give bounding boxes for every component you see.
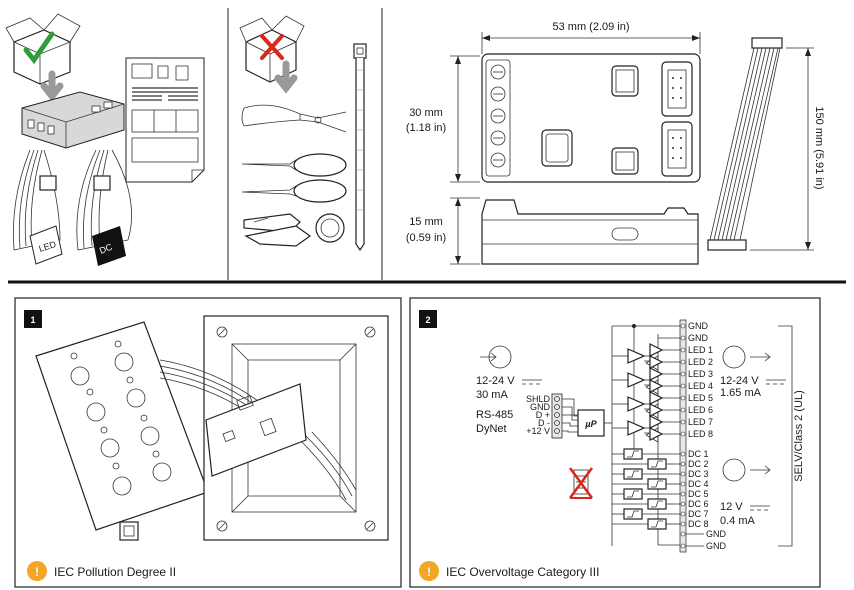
terminal-label: GND bbox=[706, 529, 727, 539]
tools-illustration bbox=[239, 15, 367, 252]
led-driver-icon bbox=[627, 348, 646, 364]
terminal-label: LED 8 bbox=[688, 429, 713, 439]
dc-tag-label: DC bbox=[98, 242, 114, 256]
bus-line-2: DyNet bbox=[476, 423, 507, 435]
led-output-icon bbox=[722, 345, 746, 369]
width-dimension: 53 mm (2.09 in) bbox=[552, 21, 629, 33]
terminal-label: DC 1 bbox=[688, 449, 709, 459]
bus-pin-label: +12 V bbox=[526, 426, 550, 436]
bus-pin-label: D - bbox=[538, 418, 550, 428]
panel-2-note: IEC Overvoltage Category III bbox=[446, 565, 599, 579]
terminal-label: LED 5 bbox=[688, 393, 713, 403]
terminal-label: DC 3 bbox=[688, 469, 709, 479]
svg-text:!: ! bbox=[35, 565, 39, 579]
bus-pin-label: GND bbox=[530, 402, 551, 412]
module-top-view bbox=[481, 53, 701, 183]
bus-pin-label: SHLD bbox=[526, 394, 551, 404]
terminal-label: DC 5 bbox=[688, 489, 709, 499]
dc-output-voltage: 12 V bbox=[720, 501, 743, 513]
panel-2-number: 2 bbox=[425, 315, 430, 325]
terminal-label: LED 2 bbox=[688, 357, 713, 367]
terminal-label: GND bbox=[688, 321, 709, 331]
panel-1-note: IEC Pollution Degree II bbox=[54, 565, 176, 579]
warning-icon bbox=[27, 561, 47, 581]
led-driver-icon bbox=[627, 396, 646, 412]
terminal-label: LED 3 bbox=[688, 369, 713, 379]
terminal-label: DC 4 bbox=[688, 479, 709, 489]
module-side-view bbox=[481, 199, 699, 265]
dc-output-current: 0.4 mA bbox=[720, 515, 756, 527]
overvoltage-note: ! IEC Overvoltage Category III bbox=[419, 561, 599, 581]
bus-line-1: RS-485 bbox=[476, 409, 513, 421]
pollution-note: ! IEC Pollution Degree II bbox=[27, 561, 176, 581]
dimension-drawing: 53 mm (2.09 in) 30 mm (1.18 in) 15 mm (0… bbox=[406, 21, 825, 265]
terminal-label: LED 1 bbox=[688, 345, 713, 355]
warning-icon bbox=[419, 561, 439, 581]
supply-current: 30 mA bbox=[476, 389, 508, 401]
terminal-label: DC 7 bbox=[688, 509, 709, 519]
height-dimension-in: (1.18 in) bbox=[406, 122, 446, 134]
selv-label: SELV/Class 2 (UL) bbox=[793, 390, 805, 482]
terminal-label: LED 6 bbox=[688, 405, 713, 415]
depth-dimension-in: (0.59 in) bbox=[406, 232, 446, 244]
panel-1-badge bbox=[24, 310, 42, 328]
led-driver-icon bbox=[627, 420, 646, 436]
terminal-label: LED 7 bbox=[688, 417, 713, 427]
led-driver-icon bbox=[627, 372, 646, 388]
not-connected-icon bbox=[568, 467, 594, 499]
no-tools-x-icon bbox=[260, 34, 284, 60]
cable-length-dimension: 150 mm (5.91 in) bbox=[813, 106, 825, 189]
check-icon bbox=[23, 31, 55, 65]
led-tag bbox=[29, 225, 63, 265]
box-contents-illustration: LED DC bbox=[5, 13, 205, 266]
terminal-label: DC 2 bbox=[688, 459, 709, 469]
panel-1-number: 1 bbox=[30, 315, 35, 325]
terminal-label: DC 8 bbox=[688, 519, 709, 529]
terminal-label: DC 6 bbox=[688, 499, 709, 509]
microcontroller-label: µP bbox=[584, 419, 597, 429]
led-output-current: 1.65 mA bbox=[720, 387, 762, 399]
svg-text:!: ! bbox=[427, 565, 431, 579]
panel-2-badge bbox=[419, 310, 437, 328]
terminal-label: GND bbox=[688, 333, 709, 343]
dc-output-icon bbox=[722, 458, 746, 482]
bus-pin-label: D + bbox=[536, 410, 550, 420]
depth-dimension-mm: 15 mm bbox=[409, 216, 443, 228]
terminal-label: LED 4 bbox=[688, 381, 713, 391]
height-dimension-mm: 30 mm bbox=[409, 107, 443, 119]
led-output-voltage: 12-24 V bbox=[720, 375, 759, 387]
supply-voltage: 12-24 V bbox=[476, 375, 515, 387]
panel-1-frame bbox=[14, 297, 402, 588]
terminal-label: GND bbox=[706, 541, 727, 551]
mounting-illustration bbox=[35, 315, 389, 541]
panel-2-frame bbox=[409, 297, 821, 588]
dc-tag bbox=[92, 226, 126, 266]
